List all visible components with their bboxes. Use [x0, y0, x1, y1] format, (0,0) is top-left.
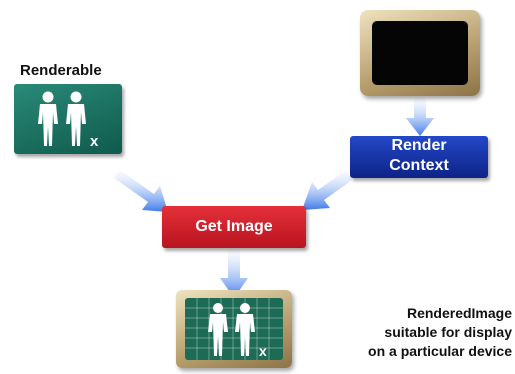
rendered-image-caption: RenderedImage suitable for display on a … — [316, 304, 512, 361]
caption-line-1: RenderedImage — [406, 305, 512, 321]
arrow-get-image-to-rendered-image — [220, 250, 248, 298]
rendered-suffix: x — [259, 343, 267, 359]
render-context-box: Render Context — [350, 136, 488, 178]
caption-line-2: suitable for display — [384, 324, 512, 340]
render-context-line2: Context — [389, 157, 449, 174]
rendered-image-screen: x — [185, 298, 283, 360]
arrow-renderable-to-get-image — [114, 170, 168, 212]
renderable-label: Renderable — [20, 62, 102, 79]
renderable-box: x — [14, 84, 122, 154]
rendered-image-frame: x — [176, 290, 292, 368]
display-device-icon — [360, 10, 480, 96]
arrow-device-to-render-context — [406, 98, 434, 136]
human-figures-icon: x — [38, 91, 99, 150]
rendered-figures-icon: x — [185, 298, 283, 360]
get-image-box: Get Image — [162, 206, 306, 248]
device-screen — [372, 21, 468, 85]
arrow-render-context-to-get-image — [302, 170, 352, 210]
renderable-suffix: x — [90, 133, 99, 150]
render-context-line1: Render — [391, 137, 447, 154]
caption-line-3: on a particular device — [368, 343, 512, 359]
